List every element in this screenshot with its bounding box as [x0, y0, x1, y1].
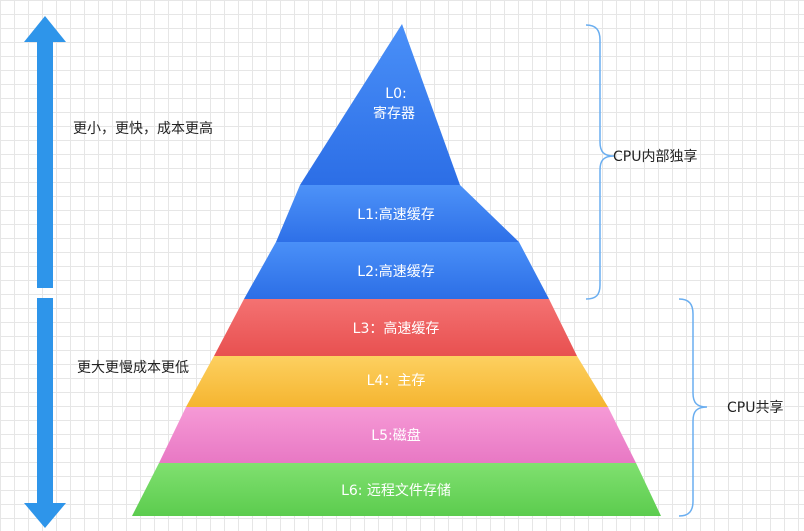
arrow-shaft-top: [37, 42, 53, 288]
pyramid-tier-l4: [186, 356, 608, 407]
pyramid-tier-l3: [214, 299, 577, 356]
cpu-private-label: CPU内部独享: [613, 148, 697, 165]
tier-l5-label: L5:磁盘: [371, 427, 420, 444]
pyramid-tier-l2: [244, 242, 549, 299]
arrow-shaft-bottom: [37, 298, 53, 504]
pyramid: [132, 24, 661, 516]
tier-l1-label: L1:高速缓存: [357, 206, 434, 223]
cpu-shared-brace: [678, 298, 708, 517]
tier-l2-label: L2:高速缓存: [357, 263, 434, 280]
arrow-down-head: [24, 503, 66, 528]
pyramid-tier-l5: [159, 407, 636, 463]
arrow-up-head: [24, 16, 66, 42]
tier-l0-label-line2: 寄存器: [373, 105, 415, 122]
tier-l0-label-line1: L0:: [385, 86, 406, 102]
cpu-private-brace: [585, 24, 615, 300]
size-speed-arrow: [24, 16, 66, 528]
tier-l6-label: L6: 远程文件存储: [341, 483, 451, 499]
pyramid-tier-l1: [276, 185, 519, 242]
cpu-shared-label: CPU共享: [727, 399, 783, 416]
pyramid-tier-l6: [132, 463, 661, 516]
arrow-label-top: 更小，更快，成本更高: [73, 120, 213, 137]
pyramid-tier-l0: [300, 24, 460, 185]
tier-l3-label: L3：高速缓存: [353, 320, 440, 337]
tier-l4-label: L4：主存: [367, 373, 426, 389]
arrow-label-bottom: 更大更慢成本更低: [77, 359, 189, 376]
